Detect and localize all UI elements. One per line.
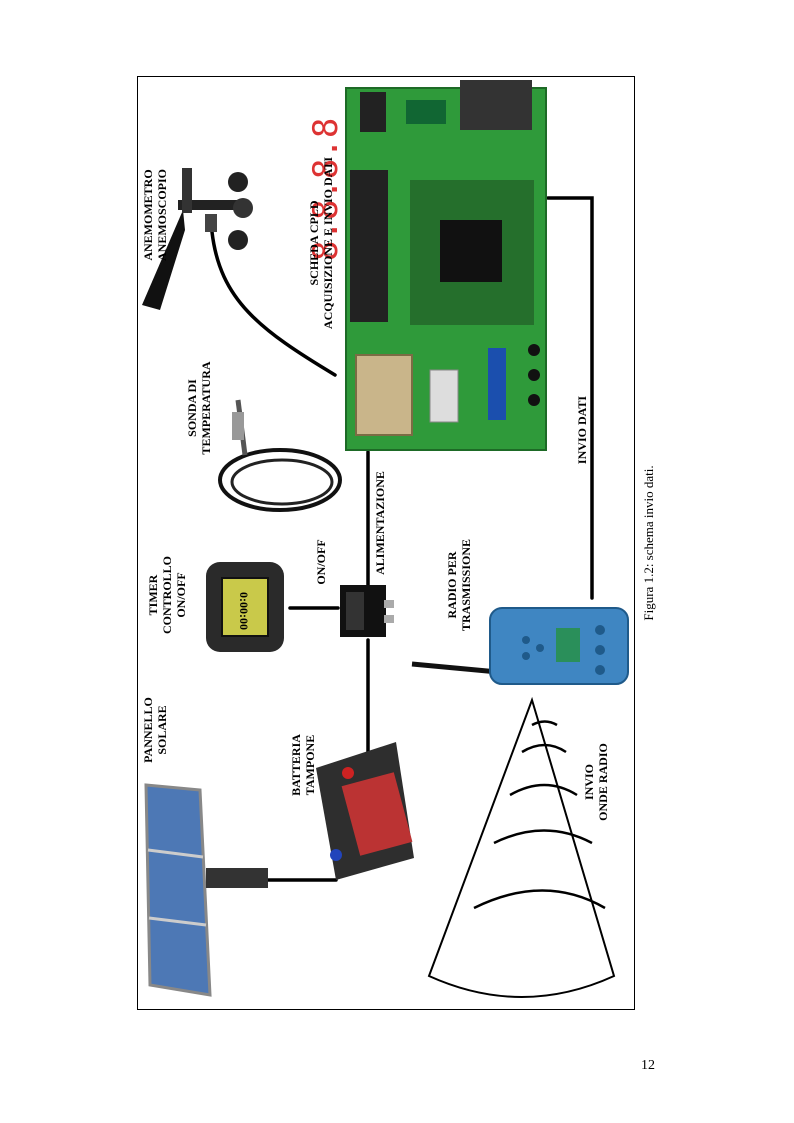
label-anemometro-2: ANEMOSCOPIO bbox=[155, 169, 169, 261]
figure-caption: Figura 1.2: schema invio dati. bbox=[641, 465, 656, 620]
label-timer-2: CONTROLLO bbox=[160, 556, 174, 634]
svg-text:8.8.8.8: 8.8.8.8 bbox=[306, 118, 346, 261]
label-pannello-2: SOLARE bbox=[155, 705, 169, 754]
page-number: 12 bbox=[641, 1058, 655, 1073]
temperature-probe-image bbox=[218, 399, 342, 512]
label-onde-2: ONDE RADIO bbox=[596, 743, 610, 821]
wires bbox=[210, 196, 594, 882]
label-scheda-2: ACQUISIZIONE E INVIO DATI bbox=[321, 157, 335, 329]
battery-image bbox=[316, 742, 414, 880]
label-onde-1: INVIO bbox=[582, 764, 596, 800]
label-scheda-1: SCHEDA CPLD bbox=[307, 200, 321, 285]
timer-image: 0:00:00 bbox=[206, 562, 284, 652]
label-batteria-1: BATTERIA bbox=[289, 734, 303, 796]
cpld-board-image: 8.8.8.8 bbox=[306, 80, 547, 451]
label-onoff: ON/OFF bbox=[314, 539, 328, 584]
anemometer-image bbox=[142, 168, 253, 310]
label-sonda-2: TEMPERATURA bbox=[199, 361, 213, 454]
label-radio-2: TRASMISSIONE bbox=[459, 539, 473, 631]
label-pannello-1: PANNELLO bbox=[141, 697, 155, 763]
label-batteria-2: TAMPONE bbox=[303, 735, 317, 795]
radio-waves-image bbox=[427, 696, 616, 998]
label-sonda-1: SONDA DI bbox=[185, 379, 199, 437]
timer-display: 0:00:00 bbox=[237, 592, 251, 630]
label-invio-dati: INVIO DATI bbox=[575, 396, 589, 464]
label-timer-3: ON/OFF bbox=[174, 572, 188, 617]
onoff-switch-image bbox=[340, 585, 394, 637]
label-timer-1: TIMER bbox=[146, 574, 160, 615]
wire-anemometer-board bbox=[210, 230, 337, 377]
radio-image bbox=[411, 607, 629, 685]
solar-panel-image bbox=[144, 783, 268, 997]
wire-board-radio bbox=[546, 196, 594, 600]
label-anemometro-1: ANEMOMETRO bbox=[141, 169, 155, 260]
diagram-frame bbox=[137, 76, 635, 1010]
labels: ANEMOMETRO ANEMOSCOPIO SCHEDA CPLD ACQUI… bbox=[141, 157, 656, 821]
label-alimentazione: ALIMENTAZIONE bbox=[373, 471, 387, 575]
label-radio-1: RADIO PER bbox=[445, 551, 459, 618]
